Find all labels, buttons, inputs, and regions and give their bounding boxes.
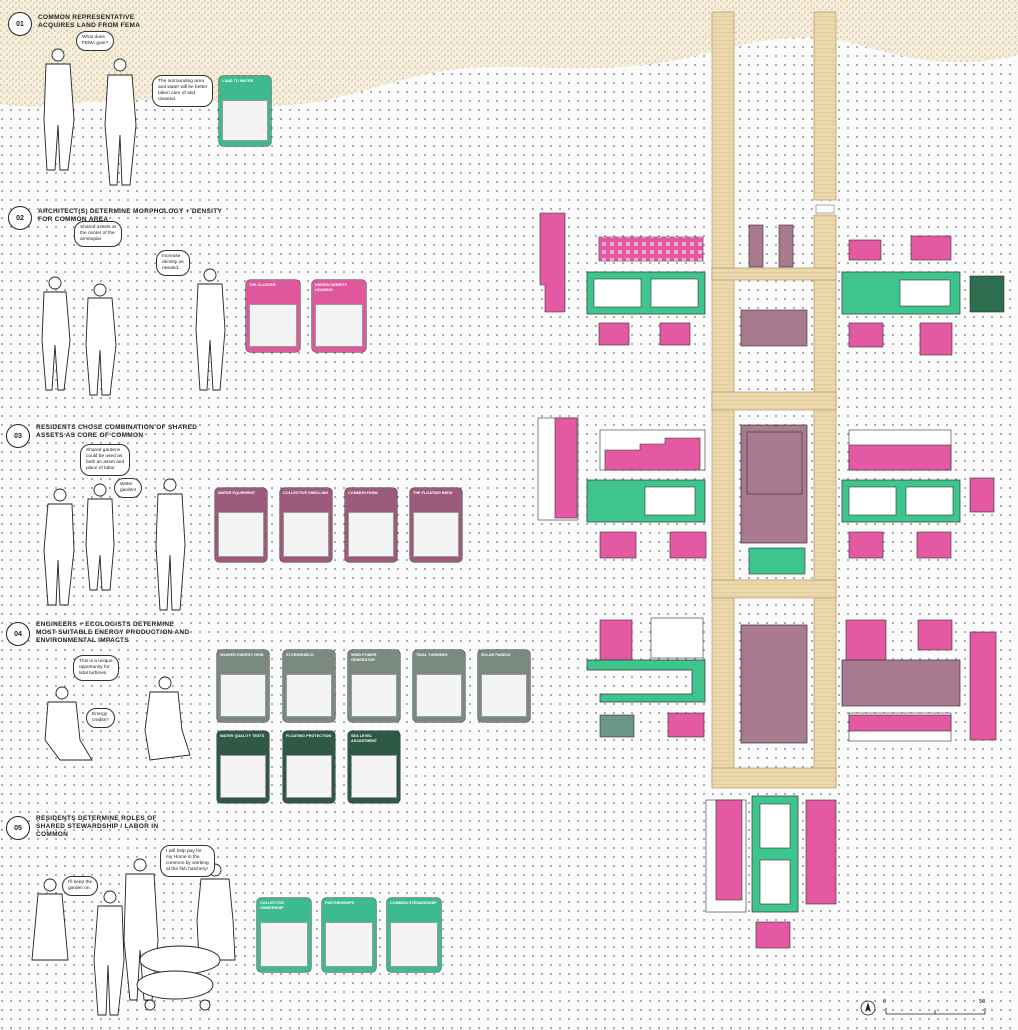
- strategy-card[interactable]: WIND POWER GENERATOR: [348, 650, 400, 722]
- speech-bubble: Energy credits?: [86, 708, 115, 728]
- people-figures: [31, 48, 236, 1016]
- strategy-card[interactable]: WATER EQUIPMENT: [215, 488, 267, 562]
- step-title: ENGINEERS + ECOLOGISTS DETERMINE MOST SU…: [36, 621, 190, 644]
- step-number: 01: [8, 12, 32, 36]
- cluster-row-4: [705, 795, 837, 949]
- speech-bubble: This is a unique opportunity for tidal t…: [73, 655, 119, 681]
- step-number: 05: [6, 816, 30, 840]
- strategy-card[interactable]: PARTNERSHIPS: [322, 898, 376, 972]
- strategy-card[interactable]: SHARED ENERGY GRID: [217, 650, 269, 722]
- strategy-card[interactable]: TIDAL TURBINES: [413, 650, 465, 722]
- strategy-card[interactable]: THE CLUSTER: [246, 280, 300, 352]
- strategy-card[interactable]: LAND TO WATER: [219, 76, 271, 146]
- step-number: 04: [6, 622, 30, 646]
- strategy-card[interactable]: STORMSHIELD: [283, 650, 335, 722]
- cluster-row-1: [539, 212, 1005, 356]
- speech-bubble: I will help pay for my Home in the commo…: [160, 845, 215, 877]
- step-title: RESIDENTS DETERMINE ROLES OF SHARED STEW…: [36, 815, 159, 838]
- strategy-card[interactable]: FLOATING PROTECTION: [283, 731, 335, 803]
- strategy-card[interactable]: COMMON STEWARDSHIP: [387, 898, 441, 972]
- scale-bar: [885, 1008, 986, 1015]
- step-title: ARCHITECT(S) DETERMINE MORPHOLOGY + DENS…: [38, 208, 223, 223]
- step-number: 02: [8, 206, 32, 230]
- speech-bubble: The surrounding area and water will be b…: [152, 75, 214, 107]
- cluster-row-2: [537, 417, 995, 575]
- step-number: 03: [6, 424, 30, 448]
- scale-label-start: 0: [883, 999, 887, 1005]
- speech-bubble: Shared assets at the center of the armit…: [74, 221, 122, 247]
- strategy-card[interactable]: HIDDEN DENSITY HOUSING: [312, 280, 366, 352]
- speech-bubble: Water garden!: [114, 478, 143, 498]
- strategy-card[interactable]: COLLECTIVE DWELLING: [280, 488, 332, 562]
- strategy-card[interactable]: THE FLOATING BEDS: [410, 488, 462, 562]
- strategy-card[interactable]: COLLECTIVE OWNERSHIP: [257, 898, 311, 972]
- north-arrow: [860, 1000, 876, 1016]
- speech-bubble: Shared gardens could be used as both an …: [80, 444, 131, 476]
- step-title: COMMON REPRESENTATIVE ACQUIRES LAND FROM…: [38, 14, 141, 29]
- strategy-card[interactable]: SEA LEVEL ADJUSTMENT: [348, 731, 400, 803]
- scale-label-end: 50: [979, 999, 986, 1005]
- strategy-card[interactable]: SOLAR PANELS: [478, 650, 530, 722]
- step-title: RESIDENTS CHOSE COMBINATION OF SHARED AS…: [36, 424, 198, 439]
- speech-bubble: What does FEMA gain?: [76, 31, 115, 51]
- cluster-row-3: [586, 617, 997, 744]
- strategy-card[interactable]: COMMON FARM: [345, 488, 397, 562]
- speech-bubble: I'll keep the garden on.: [62, 876, 99, 896]
- strategy-card[interactable]: WATER QUALITY TESTS: [217, 731, 269, 803]
- speech-bubble: Increase density as needed.: [156, 250, 190, 276]
